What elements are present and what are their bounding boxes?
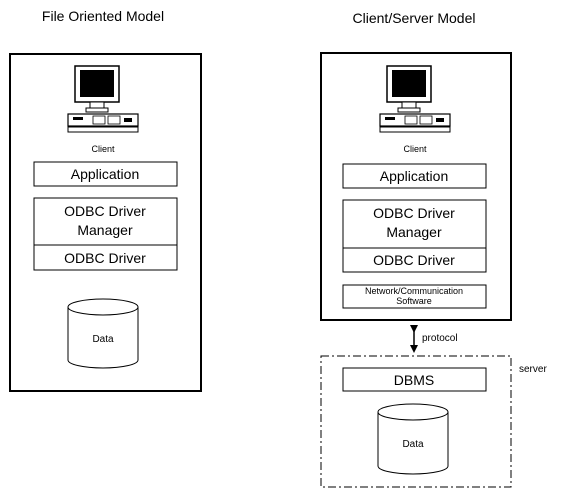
network-software-box [342, 284, 487, 309]
driver-manager-label-line2: Manager [77, 222, 133, 238]
client-label: Client [91, 144, 115, 154]
client-label: Client [403, 144, 427, 154]
driver-manager-label-line1: ODBC Driver [373, 205, 455, 221]
network-software-label-line2: Software [396, 296, 432, 306]
driver-label: ODBC Driver [64, 250, 146, 266]
driver-box [342, 247, 487, 273]
client-computer-icon [379, 65, 451, 133]
driver-manager-label-line1: ODBC Driver [64, 203, 146, 219]
client-computer-icon [67, 65, 139, 133]
server-frame [320, 355, 512, 488]
data-cylinder-icon [377, 403, 449, 475]
data-label: Data [402, 439, 424, 450]
file-model-title: File Oriented Model [42, 8, 164, 24]
driver-box [33, 244, 178, 271]
dbms-box [342, 367, 487, 392]
network-software-label-line1: Network/Communication [365, 286, 463, 296]
dbms-label: DBMS [394, 372, 434, 388]
client-frame [320, 52, 512, 321]
data-label: Data [92, 334, 114, 345]
data-cylinder-icon [67, 298, 139, 369]
server-label: server [519, 364, 547, 375]
application-box [342, 163, 487, 189]
file-model-frame [9, 53, 202, 392]
driver-label: ODBC Driver [373, 252, 455, 268]
driver-manager-box [342, 199, 487, 249]
application-label: Application [380, 168, 449, 184]
driver-manager-box [33, 197, 178, 246]
application-box [33, 161, 178, 187]
protocol-label: protocol [422, 333, 458, 344]
driver-manager-label-line2: Manager [386, 224, 442, 240]
application-label: Application [71, 166, 140, 182]
client-server-title: Client/Server Model [353, 10, 476, 26]
